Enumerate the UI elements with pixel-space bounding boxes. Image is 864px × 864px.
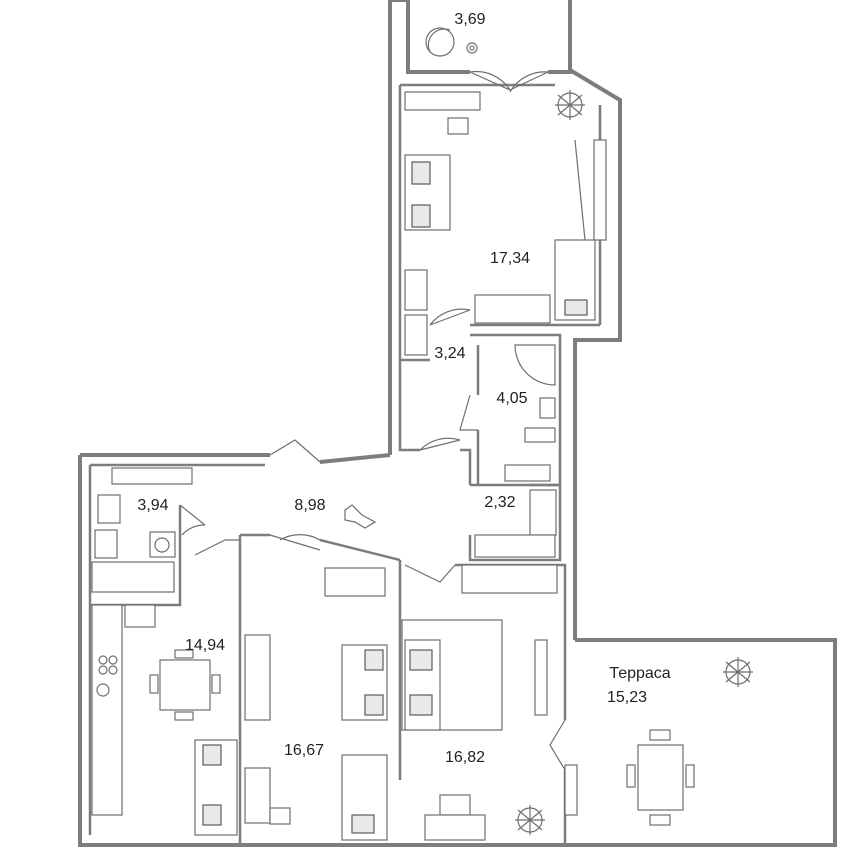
label-terrace-name: Терраса	[609, 665, 670, 682]
bedroom-right-furniture	[401, 619, 545, 841]
label-hall-small: 3,24	[434, 345, 465, 362]
kitchen-furniture	[91, 604, 271, 836]
living-room-furniture	[404, 90, 596, 356]
wardrobe-fixtures	[324, 489, 558, 597]
bath-left-fixtures	[91, 467, 193, 593]
corridor-decor	[344, 504, 377, 529]
label-bedroom-right: 16,82	[445, 749, 485, 766]
label-corridor: 8,98	[294, 497, 325, 514]
windows	[534, 139, 607, 816]
label-terrace-area: 15,23	[607, 689, 647, 706]
label-balcony-top: 3,69	[454, 11, 485, 28]
label-bath-right: 4,05	[496, 390, 527, 407]
label-wardrobe: 2,32	[484, 494, 515, 511]
doors	[179, 70, 566, 771]
bath-right-fixtures	[504, 344, 556, 482]
label-living-top: 17,34	[490, 250, 530, 267]
bedroom-mid-furniture	[244, 644, 388, 841]
balcony-top-furniture	[425, 27, 478, 57]
label-bath-left: 3,94	[137, 497, 168, 514]
label-bedroom-mid: 16,67	[284, 742, 324, 759]
terrace-furniture	[626, 657, 753, 826]
label-kitchen: 14,94	[185, 637, 225, 654]
room-labels: 3,69 17,34 3,24 4,05 2,32 3,94 8,98 14,9…	[137, 11, 670, 766]
